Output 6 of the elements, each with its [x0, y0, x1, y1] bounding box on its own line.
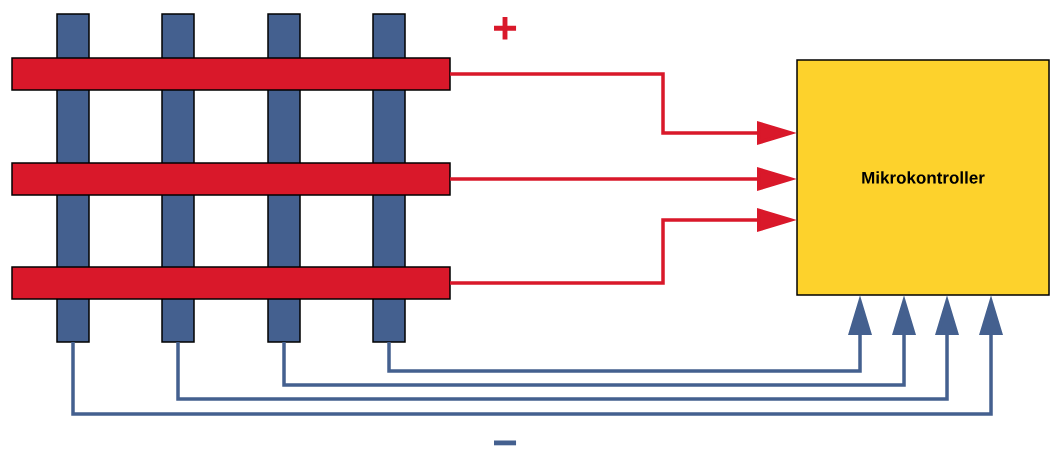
row-electrode [11, 57, 451, 91]
row-electrode [11, 266, 451, 300]
polarity-sign: − [494, 440, 517, 446]
row-electrode [11, 162, 451, 196]
polarity-sign: + [494, 17, 517, 40]
microcontroller-box: Mikrokontroller [796, 59, 1050, 296]
